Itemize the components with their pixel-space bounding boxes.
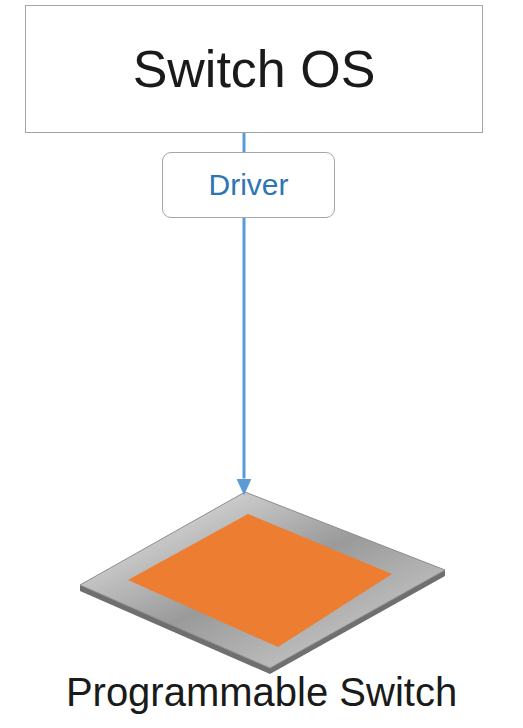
chip-package (80, 492, 445, 668)
node-label: Switch OS (133, 39, 376, 99)
node-label: Programmable Switch (0, 670, 523, 715)
os-box: Switch OS (25, 5, 483, 133)
driver-box: Driver (162, 152, 335, 218)
driver-arrow (243, 133, 246, 152)
chip-die (128, 514, 392, 647)
chip-outline (80, 492, 445, 672)
chip-node: Programmable Switch (80, 492, 445, 672)
node-label: Driver (209, 168, 289, 202)
direct-arrow (115, 133, 125, 526)
driver-arrow (243, 218, 246, 479)
